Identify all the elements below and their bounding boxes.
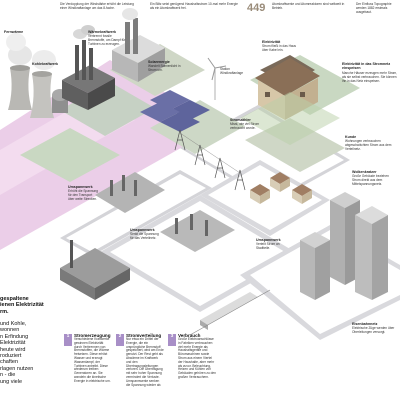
header-col1: Die Verdopplung der Windstärke erhöht di… <box>60 2 134 10</box>
label-haus-title: Elektrizität in das Stromnetz einspeisen <box>342 62 391 71</box>
label-eisenbahn: Eisenbahnnetz <box>352 322 378 326</box>
suburb-houses <box>250 172 312 204</box>
label-kunde: Kunde <box>345 135 357 139</box>
house <box>240 55 340 145</box>
label-elektrizitaet: Elektrizität <box>262 40 281 44</box>
desc-umspannwerk3: Verteilt Strom an Stadtteile. <box>256 242 280 250</box>
step-3-number: 3 <box>170 333 174 338</box>
step-3-body: Große Elektroanschlüsse in Fabriken verb… <box>178 337 216 379</box>
desc-solar: Wandelt Sonnenlicht in Strom um. <box>148 64 181 72</box>
substation-1 <box>95 172 165 213</box>
label-station: Station Windkraftanlage <box>220 67 244 75</box>
desc-umspannwerk2: Senkt die Spannung für das Verteilnetz. <box>130 232 159 240</box>
pylons <box>174 129 246 191</box>
desc-haus: Manche Häuser erzeugen mehr Strom, als s… <box>342 71 398 83</box>
label-solar: Solarenergie <box>148 60 170 64</box>
desc-stromzaehler: Misst, wie viel Strom verbraucht wurde. <box>230 122 260 130</box>
train <box>189 289 271 336</box>
label-umspannwerk2: Umspannwerk <box>130 228 155 232</box>
header-col2: Ein Blitz setzt genügend Haushaltsstrom … <box>150 2 238 10</box>
step-1: 1 Stromerzeugung Verschiedene Kraftwerke… <box>64 333 112 384</box>
label-umspannwerk3: Umspannwerk <box>256 238 281 242</box>
step-1-title: Stromerzeugung <box>74 333 111 338</box>
header-col3: Atomkraftwerke und Atomreaktoren sind we… <box>272 2 345 10</box>
step-2-body: Nur etwa ein Drittel der Energie, die ei… <box>126 337 164 387</box>
thermal-plant <box>112 8 165 82</box>
cooling-tower-2 <box>30 50 56 118</box>
desc-kunde: Wohnungen verbrauchen abgeschwächten Str… <box>345 139 392 151</box>
label-umspannwerk1: Umspannwerk <box>68 185 93 189</box>
step-3: 3 Verbrauch Große Elektroanschlüsse in F… <box>168 333 216 380</box>
desc-umspannwerk1: Erhöht die Spannung für den Transport üb… <box>68 189 98 201</box>
label-stromzaehler: Stromzähler <box>230 118 251 122</box>
desc-waermekraftwerk: Verbrennt fossile Brennstoffe, um Dampf … <box>88 34 126 46</box>
step-2: 2 Stromverteilung Nur etwa ein Drittel d… <box>116 333 164 387</box>
step-2-title: Stromverteilung <box>126 333 162 338</box>
desc-eisenbahn: Elektrische Züge werden über Oberleitung… <box>352 326 395 334</box>
label-waermekraftwerk: Wärmekraftwerk <box>88 30 116 34</box>
label-kohle: Kohlekraftwerk <box>32 62 58 66</box>
skyscrapers <box>300 192 388 300</box>
step-1-body: Verschiedene Kraftwerke gewinnen Elektri… <box>74 337 111 383</box>
coal-plant <box>62 25 115 110</box>
left-body: und Kohle, wonnen n Erfindung Elektrizit… <box>0 321 34 385</box>
step-2-number: 2 <box>118 333 122 338</box>
label-wolkenkratzer: Wolkenkratzer <box>352 170 377 174</box>
left-title: gespaltene ienen Elektrizität rm. <box>0 296 44 315</box>
desc-elektrizitaet: Strom fließt in das Haus über Kabel ein. <box>262 44 297 52</box>
wind-turbine <box>207 57 227 100</box>
step-3-title: Verbrauch <box>178 333 201 338</box>
substation-2 <box>160 210 235 252</box>
factory <box>60 240 130 300</box>
step-1-number: 1 <box>66 333 70 338</box>
desc-wolkenkratzer: Große Gebäude beziehen Strom direkt aus … <box>352 174 389 186</box>
solar-field <box>140 90 210 132</box>
header-big-number: 449 <box>247 2 266 14</box>
label-fernwaerme: Fernwärme <box>4 30 24 34</box>
cooling-tower-1 <box>6 33 32 110</box>
header-col4: Der Einfluss Topographie werden 1882 ers… <box>356 2 392 14</box>
